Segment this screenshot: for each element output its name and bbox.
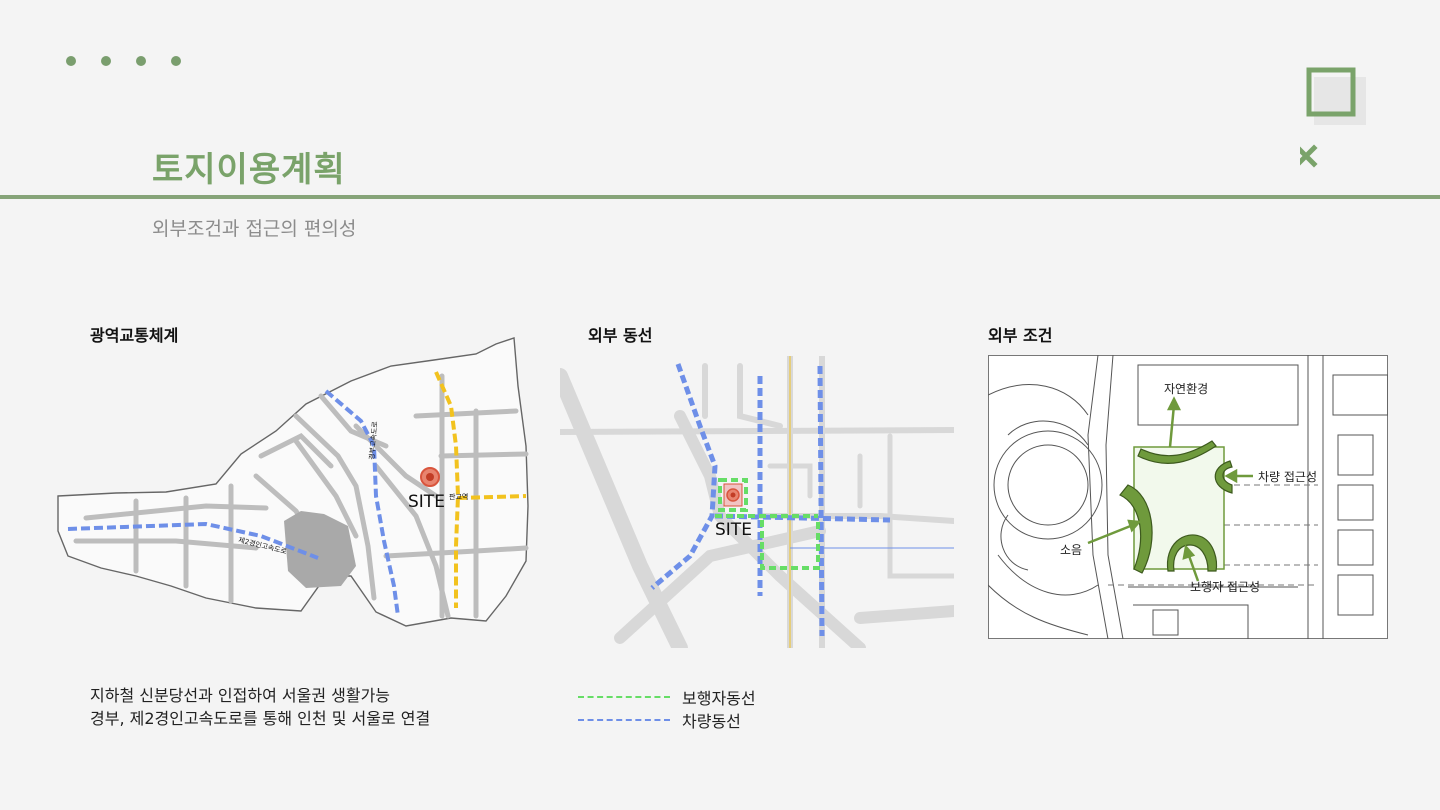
route-legend: 보행자동선 차량동선	[578, 685, 756, 731]
legend-label: 보행자동선	[682, 688, 756, 708]
dot	[101, 56, 111, 66]
vehicle-line-swatch	[578, 718, 670, 721]
highway2-label: 경부고속도로	[367, 420, 379, 460]
external-circulation-label: 외부 동선	[588, 326, 653, 345]
dot	[171, 56, 181, 66]
legend-item-vehicle: 차량동선	[578, 708, 756, 731]
circulation-site-label: SITE	[715, 520, 752, 540]
decorative-dots	[66, 56, 181, 66]
description-line: 지하철 신분당선과 인접하여 서울권 생활가능	[90, 686, 391, 705]
page-subtitle: 외부조건과 접근의 편의성	[152, 218, 357, 240]
noise-label: 소음	[1060, 543, 1082, 557]
external-conditions-label: 외부 조건	[988, 326, 1053, 345]
pedestrian-access-label: 보행자 접근성	[1190, 579, 1260, 594]
vehicle-access-label: 차량 접근성	[1258, 470, 1317, 484]
regional-site-label: SITE	[408, 492, 445, 512]
pedestrian-line-swatch	[578, 695, 670, 698]
dot	[66, 56, 76, 66]
title-divider	[0, 195, 1440, 199]
legend-label: 차량동선	[682, 711, 741, 731]
square-cross-decoration	[1300, 67, 1366, 168]
external-conditions-map: 자연환경 차량 접근성 소음 보행자 접근성	[988, 355, 1388, 639]
description-text: 지하철 신분당선과 인접하여 서울권 생활가능 경부, 제2경인고속도로를 통해…	[90, 684, 430, 730]
legend-item-pedestrian: 보행자동선	[578, 685, 756, 708]
nature-label: 자연환경	[1164, 382, 1208, 396]
external-circulation-map: SITE	[560, 356, 954, 648]
page-title: 토지이용계획	[152, 150, 346, 190]
station-label: 판교역	[449, 492, 468, 501]
description-line: 경부, 제2경인고속도로를 통해 인천 및 서울로 연결	[90, 709, 431, 728]
dot	[136, 56, 146, 66]
regional-transport-map: SITE 판교역 제2경인고속도로 경부고속도로	[57, 337, 529, 627]
regional-transport-label: 광역교통체계	[90, 326, 179, 345]
